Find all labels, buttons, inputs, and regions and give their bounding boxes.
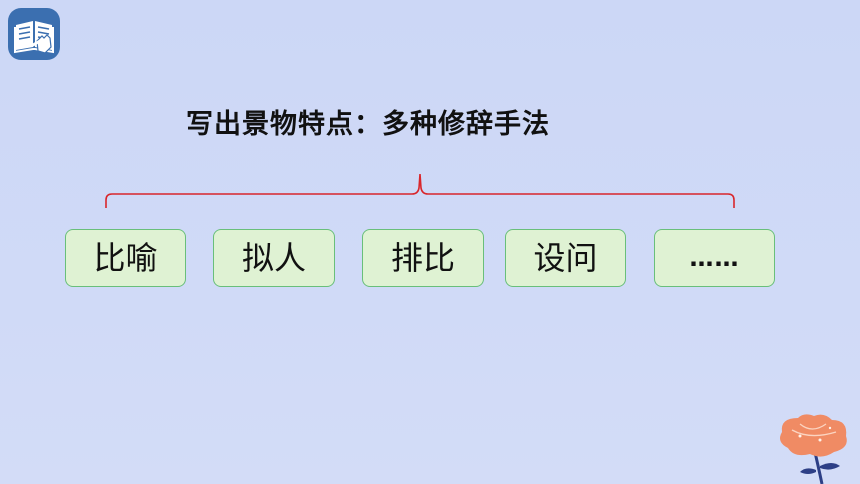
technique-label: …… [689, 244, 740, 272]
technique-label: 排比 [390, 239, 455, 277]
page-title: 写出景物特点：多种修辞手法 [186, 109, 550, 140]
technique-box-rhetorical-question: 设问 [505, 229, 626, 287]
technique-label: 设问 [533, 239, 598, 277]
book-reading-icon [8, 8, 60, 60]
technique-box-personification: 拟人 [213, 229, 335, 287]
technique-box-parallelism: 排比 [362, 229, 484, 287]
technique-label: 比喻 [93, 239, 158, 277]
technique-box-metaphor: 比喻 [65, 229, 186, 287]
flower-decoration [780, 414, 847, 484]
technique-label: 拟人 [241, 239, 306, 277]
grouping-brace [105, 173, 735, 208]
technique-box-ellipsis: …… [654, 229, 775, 287]
